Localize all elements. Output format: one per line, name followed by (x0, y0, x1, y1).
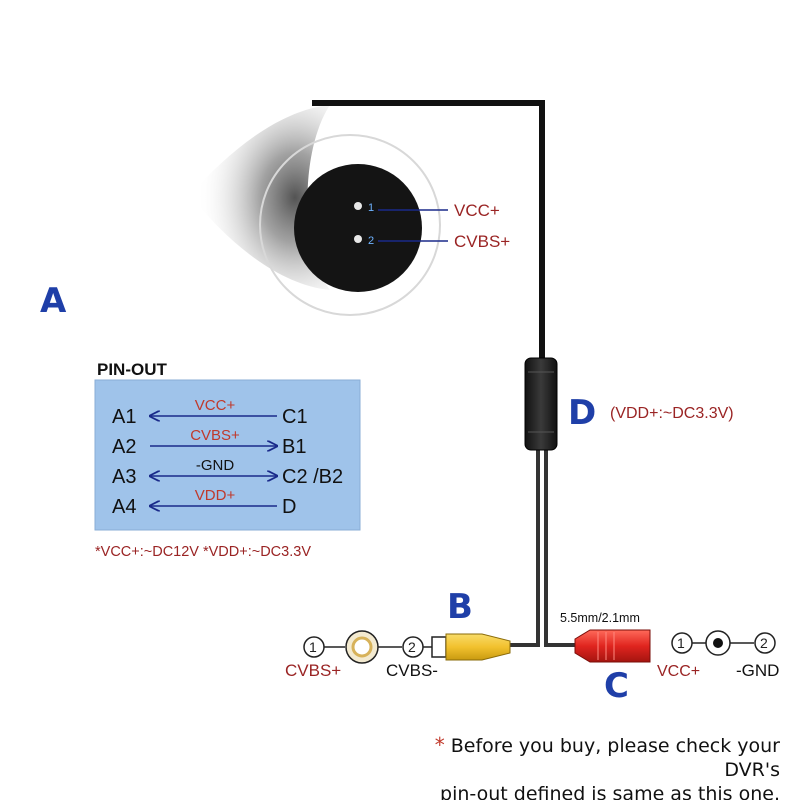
pinout-left-pin: A3 (112, 466, 136, 488)
cable (312, 100, 575, 647)
pinout-row: A2 CVBS+ B1 (112, 427, 306, 458)
pinout-row: A4 VDD+ D (112, 487, 296, 518)
pinout-signal-label: VDD+ (195, 487, 236, 504)
camera-blur-cone (190, 105, 330, 290)
connector-d-body (524, 357, 558, 451)
pinout-row: A3 -GND C2 /B2 (112, 457, 343, 488)
dc-label-2: -GND (736, 661, 779, 680)
pinout-signal-label: CVBS+ (190, 427, 240, 444)
camera-outer-ring (259, 134, 441, 316)
label-a: A (40, 281, 67, 321)
rca-pin-1-number: 1 (309, 639, 317, 655)
pinout-title: PIN-OUT (97, 360, 168, 379)
note-line-1-text: Before you buy, please check your DVR's (450, 735, 780, 781)
pinout-box (94, 379, 361, 531)
camera-connector-face (294, 164, 422, 292)
label-b: B (447, 587, 473, 627)
rca-label-1: CVBS+ (285, 661, 341, 680)
camera-a: 1 2 VCC+ CVBS+ A (40, 105, 510, 321)
camera-pin-1-label: VCC+ (454, 201, 500, 220)
pinout-right-pin: D (282, 496, 296, 518)
label-d: D (568, 393, 596, 433)
pinout-signal-label: -GND (196, 457, 234, 474)
dc-pin-2-number: 2 (760, 635, 768, 651)
buyer-note: * Before you buy, please check your DVR'… (380, 733, 780, 800)
pin-1-hole (354, 202, 362, 210)
dc-label-1: VCC+ (657, 663, 700, 680)
pinout-right-pin: B1 (282, 436, 306, 458)
dc-pin-2-circle (754, 632, 776, 654)
pinout-row: A1 VCC+ C1 (112, 397, 308, 428)
rca-jack-inner (351, 636, 373, 658)
label-c: C (604, 666, 629, 706)
dc-connector-c: 5.5mm/2.1mm 1 2 VCC+ -GND C (560, 611, 779, 706)
rca-plug-body (445, 633, 511, 661)
pinout-left-pin: A2 (112, 436, 136, 458)
rca-label-2: CVBS- (386, 661, 438, 680)
note-star-icon: * (434, 733, 445, 757)
rca-pin-2-number: 2 (408, 639, 416, 655)
buyer-note-line-1: * Before you buy, please check your DVR'… (380, 733, 780, 782)
camera-pin-2-label: CVBS+ (454, 232, 510, 251)
pinout-right-pin: C2 /B2 (282, 466, 343, 488)
rca-plug-tip (431, 636, 447, 658)
d-voltage-note: (VDD+:~DC3.3V) (610, 405, 734, 422)
dc-size-label: 5.5mm/2.1mm (560, 611, 640, 625)
dc-jack-center (713, 638, 723, 648)
camera-pin-1-number: 1 (368, 202, 374, 214)
pinout-left-pin: A4 (112, 496, 136, 518)
pinout-signal-label: VCC+ (195, 397, 236, 414)
pinout-right-pin: C1 (282, 406, 308, 428)
connector-d: D (VDD+:~DC3.3V) (524, 357, 734, 451)
cable-power-branch (544, 450, 575, 647)
rca-connector-b: 1 2 CVBS+ CVBS- B (285, 587, 511, 680)
pin-2-hole (354, 235, 362, 243)
dc-plug-body (574, 629, 651, 663)
camera-pin-2-number: 2 (368, 235, 374, 247)
dc-pin-1-number: 1 (677, 635, 685, 651)
pinout-left-pin: A1 (112, 406, 136, 428)
cable-main (312, 100, 545, 360)
pinout-footnote: *VCC+:~DC12V *VDD+:~DC3.3V (95, 544, 311, 560)
cable-video-branch (510, 450, 540, 647)
buyer-note-line-2: pin-out defined is same as this one. (440, 783, 780, 800)
